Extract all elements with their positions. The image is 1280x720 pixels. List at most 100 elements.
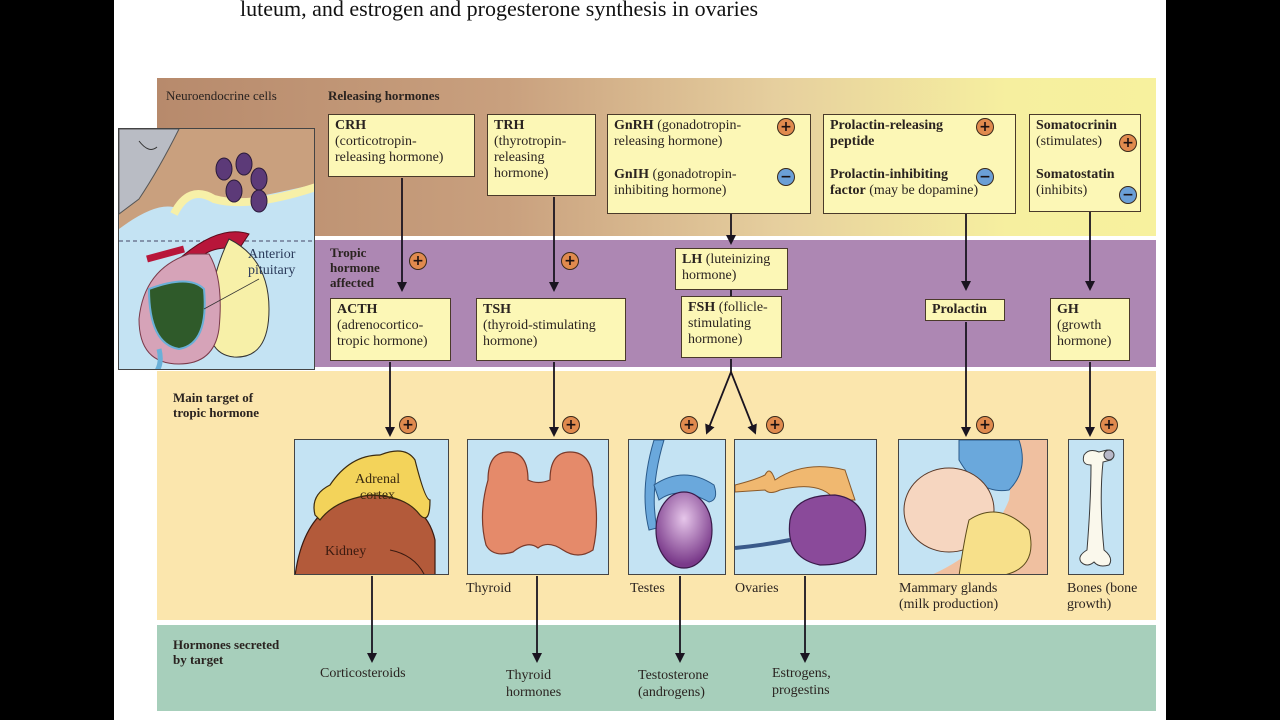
trh-abbr: TRH — [494, 118, 525, 133]
ovaries-drawing — [735, 466, 867, 566]
lh-desc: (luteinizing — [702, 252, 771, 267]
lh-box[interactable]: LH (luteinizing hormone) — [675, 248, 788, 290]
secreted-hormones-band — [157, 625, 1156, 711]
testosterone-line: Testosterone — [638, 668, 709, 683]
secreted-label-line: Hormones secreted — [173, 637, 280, 652]
bones-label: Bones (bone growth) — [1067, 581, 1137, 613]
thyroid-hormones-line: Thyroid — [506, 668, 552, 683]
tropic-label-line: hormone — [330, 260, 380, 275]
somatocrinin-desc: (stimulates) — [1036, 134, 1103, 149]
fsh-box[interactable]: FSH (follicle- stimulating hormone) — [681, 296, 782, 358]
ovaries-stimulate-icon: + — [766, 416, 784, 434]
pif-desc: (may be dopamine) — [865, 183, 979, 198]
mammary-label-line: (milk production) — [899, 597, 999, 612]
tsh-stimulate-icon: + — [561, 252, 579, 270]
tsh-desc: hormone) — [483, 334, 538, 349]
acth-box[interactable]: ACTH (adrenocortico- tropic hormone) — [330, 298, 451, 361]
acth-desc: (adrenocortico- — [337, 318, 424, 333]
gh-box[interactable]: GH (growth hormone) — [1050, 298, 1130, 361]
pituitary-drawing — [119, 129, 314, 369]
mammary-label: Mammary glands (milk production) — [899, 581, 998, 613]
kidney-label: Kidney — [325, 544, 367, 559]
mammary-drawing — [899, 440, 1047, 574]
somatocrinin-abbr: Somatocrinin — [1036, 118, 1117, 133]
testes-label: Testes — [630, 581, 665, 596]
secreted-label-line: by target — [173, 652, 224, 667]
somatostatin-inhibit-icon: − — [1119, 186, 1137, 204]
thyroid-stimulate-icon: + — [562, 416, 580, 434]
acth-abbr: ACTH — [337, 302, 378, 317]
corticosteroids-label: Corticosteroids — [320, 666, 406, 681]
trh-desc: releasing — [494, 150, 545, 165]
testosterone-line: (androgens) — [638, 685, 705, 700]
bone-drawing — [1079, 449, 1115, 567]
releasing-section-label: Releasing hormones — [328, 88, 440, 103]
crh-desc: (corticotropin- — [335, 134, 417, 149]
tsh-box[interactable]: TSH (thyroid-stimulating hormone) — [476, 298, 626, 361]
fsh-desc: (follicle- — [715, 300, 768, 315]
lh-desc: hormone) — [682, 268, 737, 283]
pituitary-label-line: Anterior — [248, 247, 296, 262]
testes-drawing — [644, 440, 717, 569]
gnih-abbr: GnIH — [614, 167, 650, 182]
crh-box[interactable]: CRH (corticotropin- releasing hormone) — [328, 114, 475, 177]
target-label-line: Main target of — [173, 390, 254, 405]
tropic-label-line: Tropic — [330, 245, 367, 260]
bones-label-line: Bones (bone — [1067, 581, 1138, 596]
ovaries-label: Ovaries — [735, 581, 779, 596]
estrogens-label: Estrogens, progestins — [772, 665, 831, 699]
prp-abbr: peptide — [830, 134, 875, 149]
fsh-desc: hormone) — [688, 332, 743, 347]
gnrh-abbr: GnRH — [614, 118, 654, 133]
trh-desc: hormone) — [494, 166, 549, 181]
adrenal-kidney-illustration: Adrenal cortex Kidney — [294, 439, 449, 575]
mammary-label-line: Mammary glands — [899, 581, 998, 596]
thyroid-hormones-line: hormones — [506, 685, 562, 700]
mammary-illustration — [898, 439, 1048, 575]
pituitary-label-line: pituitary — [248, 263, 296, 278]
adrenal-label-line: Adrenal — [355, 472, 401, 487]
slide-heading: luteum, and estrogen and progesterone sy… — [240, 0, 759, 21]
trh-desc: (thyrotropin- — [494, 134, 567, 149]
gnih-desc: (gonadotropin- — [649, 167, 737, 182]
prolactin-box[interactable]: Prolactin — [925, 299, 1005, 321]
adrenal-stimulate-icon: + — [399, 416, 417, 434]
prp-abbr: Prolactin-releasing — [830, 118, 944, 133]
gh-abbr: GH — [1057, 302, 1079, 317]
thyroid-label: Thyroid — [466, 581, 512, 596]
crh-desc: releasing hormone) — [335, 150, 444, 165]
gnih-inhibit-icon: − — [777, 168, 795, 186]
prp-stimulate-icon: + — [976, 118, 994, 136]
tsh-abbr: TSH — [483, 302, 512, 317]
thyroid-illustration — [467, 439, 609, 575]
acth-stimulate-icon: + — [409, 252, 427, 270]
crh-abbr: CRH — [335, 118, 367, 133]
somatostatin-abbr: Somatostatin — [1036, 167, 1115, 182]
pif-inhibit-icon: − — [976, 168, 994, 186]
neuroendocrine-label: Neuroendocrine cells — [166, 88, 277, 103]
fsh-abbr: FSH — [688, 300, 716, 315]
gh-desc: hormone) — [1057, 334, 1112, 349]
bones-label-line: growth) — [1067, 597, 1112, 612]
adrenal-label-line: cortex — [360, 488, 396, 503]
gnrh-stimulate-icon: + — [777, 118, 795, 136]
mammary-stimulate-icon: + — [976, 416, 994, 434]
estrogens-line: Estrogens, — [772, 666, 831, 681]
secreted-section-label: Hormones secreted by target — [173, 637, 279, 667]
testes-stimulate-icon: + — [680, 416, 698, 434]
fsh-desc: stimulating — [688, 316, 751, 331]
tsh-desc: (thyroid-stimulating — [483, 318, 596, 333]
gnrh-desc: releasing hormone) — [614, 134, 723, 149]
tropic-label-line: affected — [330, 275, 375, 290]
thyroid-hormones-label: Thyroid hormones — [506, 667, 561, 701]
acth-desc: tropic hormone) — [337, 334, 428, 349]
kidney-drawing — [295, 450, 436, 574]
lh-abbr: LH — [682, 252, 703, 267]
bones-stimulate-icon: + — [1100, 416, 1118, 434]
anterior-pituitary-label: Anterior pituitary — [248, 247, 295, 279]
trh-box[interactable]: TRH (thyrotropin- releasing hormone) — [487, 114, 596, 196]
target-section-label: Main target of tropic hormone — [173, 390, 259, 420]
gnrh-desc: (gonadotropin- — [653, 118, 742, 133]
tropic-section-label: Tropic hormone affected — [330, 245, 380, 290]
testosterone-label: Testosterone (androgens) — [638, 667, 709, 701]
